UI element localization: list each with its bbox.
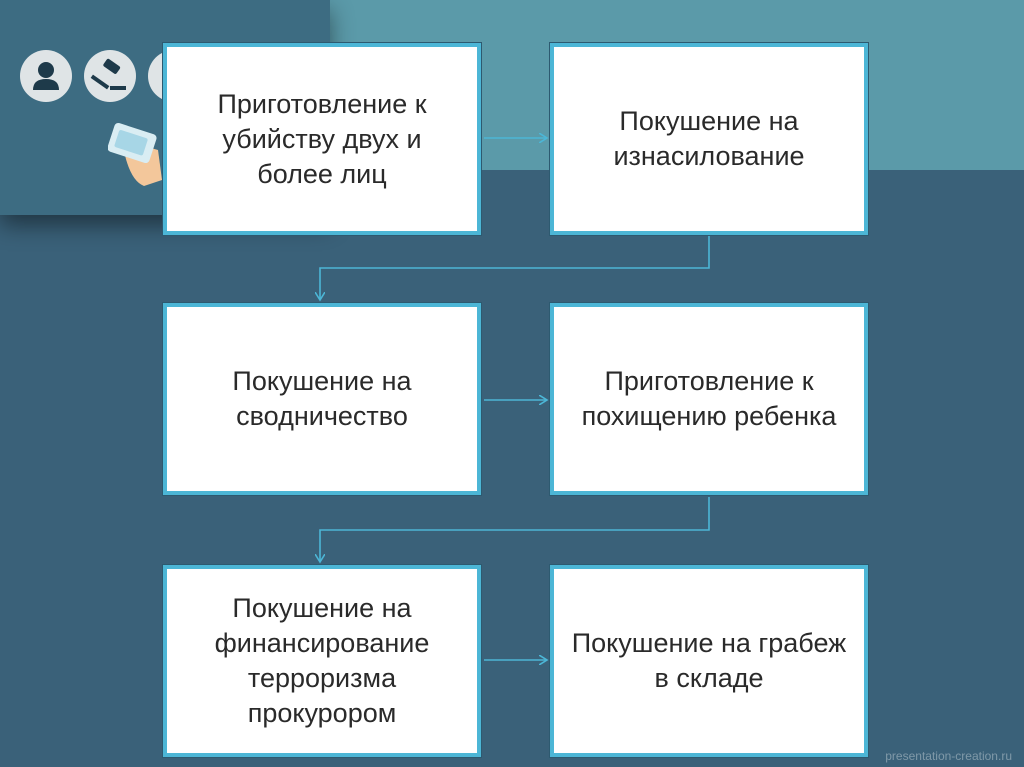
arrow-row2-down — [320, 497, 709, 562]
step-box-3: Покушение на сводничество — [163, 303, 481, 495]
step-box-6: Покушение на грабеж в складе — [550, 565, 868, 757]
step-box-2: Покушение на изнасилование — [550, 43, 868, 235]
step-box-4: Приготовление к похищению ребенка — [550, 303, 868, 495]
step-box-5: Покушение на финансирование терроризма п… — [163, 565, 481, 757]
step-box-4-text: Приготовление к похищению ребенка — [554, 364, 864, 434]
step-box-5-text: Покушение на финансирование терроризма п… — [167, 591, 477, 731]
step-box-2-text: Покушение на изнасилование — [554, 104, 864, 174]
step-box-3-text: Покушение на сводничество — [167, 364, 477, 434]
step-box-1: Приготовление к убийству двух и более ли… — [163, 43, 481, 235]
step-box-6-text: Покушение на грабеж в складе — [554, 626, 864, 696]
arrow-row1-down — [320, 236, 709, 300]
step-box-1-text: Приготовление к убийству двух и более ли… — [167, 87, 477, 192]
watermark: presentation-creation.ru — [885, 749, 1012, 763]
